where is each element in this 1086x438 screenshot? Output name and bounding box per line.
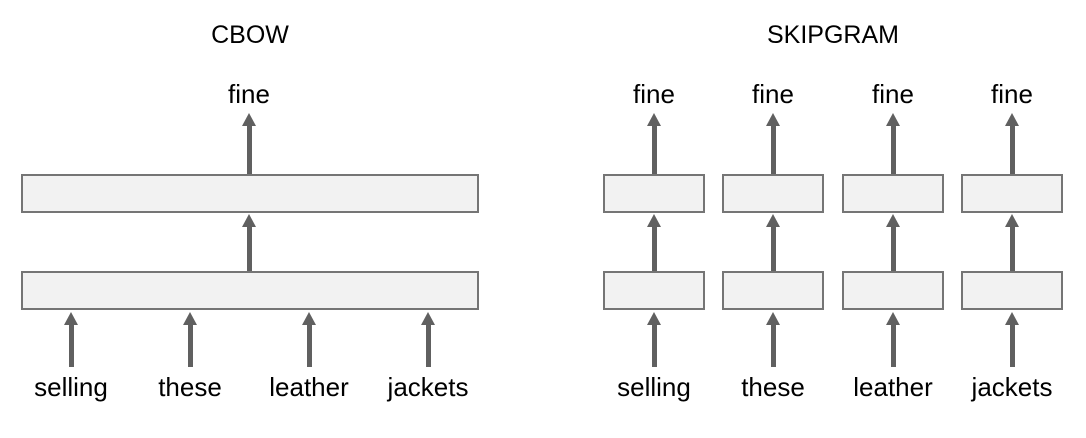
- skipgram-input-arrow-3: [886, 312, 900, 367]
- cbow-output-word: fine: [228, 79, 270, 109]
- cbow-input-word-4: jackets: [387, 372, 469, 402]
- skipgram-hidden-to-output-arrow-2: [766, 214, 780, 271]
- cbow-output-arrow: [242, 113, 256, 175]
- skipgram-output-arrow-1: [647, 113, 661, 175]
- skipgram-output-layer-box-1: [603, 174, 705, 213]
- arrow-head-icon: [647, 214, 661, 227]
- arrow-shaft: [1009, 325, 1015, 367]
- cbow-input-arrow-2: [183, 312, 197, 367]
- skipgram-title: SKIPGRAM: [767, 21, 899, 49]
- arrow-head-icon: [886, 113, 900, 126]
- arrow-head-icon: [766, 312, 780, 325]
- skipgram-output-word-4: fine: [991, 79, 1033, 109]
- skipgram-input-word-1: selling: [617, 372, 691, 402]
- cbow-input-arrow-4: [421, 312, 435, 367]
- skipgram-output-layer-box-3: [842, 174, 944, 213]
- arrow-head-icon: [242, 113, 256, 126]
- arrow-head-icon: [886, 214, 900, 227]
- arrow-head-icon: [766, 214, 780, 227]
- cbow-title: CBOW: [211, 21, 289, 49]
- arrow-shaft: [890, 126, 896, 175]
- arrow-shaft: [770, 126, 776, 175]
- skipgram-hidden-layer-box-1: [603, 271, 705, 310]
- cbow-input-word-3: leather: [269, 372, 349, 402]
- skipgram-output-layer-box-4: [961, 174, 1063, 213]
- skipgram-output-layer-box-2: [722, 174, 824, 213]
- arrow-head-icon: [64, 312, 78, 325]
- cbow-output-layer-box: [21, 174, 479, 213]
- arrow-head-icon: [302, 312, 316, 325]
- arrow-shaft: [306, 325, 312, 367]
- cbow-input-word-2: these: [158, 372, 222, 402]
- arrow-shaft: [651, 227, 657, 271]
- arrow-shaft: [770, 227, 776, 271]
- skipgram-input-word-3: leather: [853, 372, 933, 402]
- skipgram-output-arrow-3: [886, 113, 900, 175]
- arrow-head-icon: [421, 312, 435, 325]
- cbow-input-arrow-3: [302, 312, 316, 367]
- cbow-hidden-layer-box: [21, 271, 479, 310]
- skipgram-input-arrow-4: [1005, 312, 1019, 367]
- arrow-head-icon: [1005, 312, 1019, 325]
- arrow-head-icon: [886, 312, 900, 325]
- cbow-hidden-to-output-arrow: [242, 214, 256, 271]
- arrow-shaft: [246, 126, 252, 175]
- arrow-shaft: [651, 126, 657, 175]
- skipgram-output-word-2: fine: [752, 79, 794, 109]
- arrow-head-icon: [766, 113, 780, 126]
- arrow-shaft: [187, 325, 193, 367]
- arrow-head-icon: [647, 312, 661, 325]
- arrow-shaft: [651, 325, 657, 367]
- arrow-shaft: [425, 325, 431, 367]
- arrow-head-icon: [1005, 214, 1019, 227]
- arrow-head-icon: [242, 214, 256, 227]
- skipgram-input-arrow-1: [647, 312, 661, 367]
- cbow-input-arrow-1: [64, 312, 78, 367]
- arrow-head-icon: [183, 312, 197, 325]
- arrow-shaft: [68, 325, 74, 367]
- skipgram-input-word-4: jackets: [971, 372, 1053, 402]
- arrow-shaft: [890, 227, 896, 271]
- skipgram-hidden-layer-box-4: [961, 271, 1063, 310]
- arrow-head-icon: [647, 113, 661, 126]
- skipgram-hidden-to-output-arrow-1: [647, 214, 661, 271]
- arrow-shaft: [1009, 126, 1015, 175]
- skipgram-output-word-1: fine: [633, 79, 675, 109]
- skipgram-hidden-to-output-arrow-3: [886, 214, 900, 271]
- skipgram-output-word-3: fine: [872, 79, 914, 109]
- skipgram-hidden-layer-box-3: [842, 271, 944, 310]
- skipgram-hidden-to-output-arrow-4: [1005, 214, 1019, 271]
- skipgram-hidden-layer-box-2: [722, 271, 824, 310]
- skipgram-output-arrow-2: [766, 113, 780, 175]
- arrow-shaft: [890, 325, 896, 367]
- arrow-head-icon: [1005, 113, 1019, 126]
- skipgram-output-arrow-4: [1005, 113, 1019, 175]
- arrow-shaft: [770, 325, 776, 367]
- arrow-shaft: [246, 227, 252, 271]
- skipgram-input-arrow-2: [766, 312, 780, 367]
- arrow-shaft: [1009, 227, 1015, 271]
- skipgram-input-word-2: these: [741, 372, 805, 402]
- cbow-input-word-1: selling: [34, 372, 108, 402]
